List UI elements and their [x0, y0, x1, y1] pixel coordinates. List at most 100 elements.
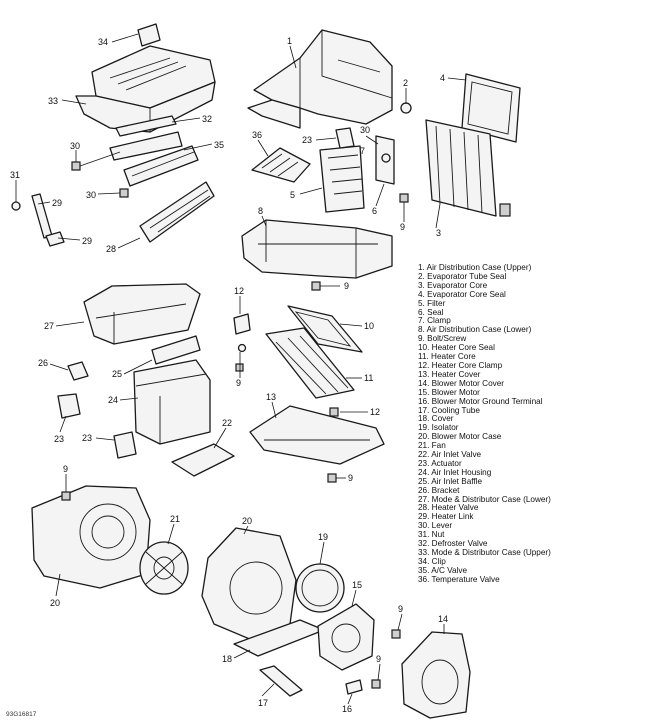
- legend-item: 27. Mode & Distributor Case (Lower): [418, 494, 551, 504]
- actuator-left: [57, 393, 137, 459]
- mode-distributor-case-upper: [75, 45, 216, 133]
- callout-23a: 23: [302, 135, 312, 145]
- callout-7: 7: [360, 146, 365, 156]
- legend-item: 26. Bracket: [418, 485, 460, 495]
- callout-24: 24: [108, 395, 118, 405]
- callout-36: 36: [252, 130, 262, 140]
- callout-labels: 34 33 32 35 30 30 31 29 29 28 1 2 4 3 36…: [10, 36, 448, 714]
- callout-12b: 12: [370, 407, 380, 417]
- callout-12a: 12: [234, 286, 244, 296]
- air-inlet-baffle: [151, 335, 201, 365]
- leader-lines: [15, 33, 467, 705]
- callout-35: 35: [214, 140, 224, 150]
- callout-2: 2: [403, 78, 408, 88]
- bolts: [61, 193, 409, 689]
- seal-and-bracket: [375, 135, 395, 185]
- defroster-valve: [109, 115, 183, 161]
- callout-9d: 9: [348, 473, 353, 483]
- callout-9b: 9: [344, 281, 349, 291]
- legend-item: 11. Heater Core: [418, 352, 476, 362]
- heater-cover: [249, 405, 385, 465]
- heater-core-clamp: [233, 313, 251, 353]
- legend-item: 25. Air Inlet Baffle: [418, 476, 483, 486]
- blower-motor: [317, 603, 375, 671]
- callout-30b: 30: [86, 190, 96, 200]
- callout-13: 13: [266, 392, 276, 402]
- legend-item: 35. A/C Valve: [418, 565, 467, 575]
- blower-motor-case-right: [201, 527, 297, 641]
- callout-22: 22: [222, 418, 232, 428]
- legend-item: 32. Defroster Valve: [418, 539, 488, 549]
- callout-30a: 30: [70, 141, 80, 151]
- legend-item: 8. Air Distribution Case (Lower): [418, 325, 532, 335]
- legend-item: 31. Nut: [418, 530, 445, 540]
- callout-9e: 9: [63, 464, 68, 474]
- blower-motor-case-left: [31, 485, 151, 589]
- heater-core: [265, 327, 355, 399]
- evaporator-tube-seal: [400, 102, 412, 114]
- clip: [137, 23, 161, 47]
- callout-18: 18: [222, 654, 232, 664]
- callout-15: 15: [352, 580, 362, 590]
- fan: [139, 541, 189, 595]
- isolator: [295, 563, 345, 613]
- legend-item: 3. Evaporator Core: [418, 280, 488, 290]
- callout-3: 3: [436, 228, 441, 238]
- callout-27: 27: [44, 321, 54, 331]
- legend-item: 5. Filter: [418, 298, 446, 308]
- callout-21: 21: [170, 514, 180, 524]
- callout-26: 26: [38, 358, 48, 368]
- legend-item: 14. Blower Motor Cover: [418, 378, 505, 388]
- legend-item: 6. Seal: [418, 307, 444, 317]
- air-distribution-case-upper: [247, 29, 393, 129]
- legend-item: 28. Heater Valve: [418, 503, 479, 513]
- blower-motor-cover: [401, 631, 471, 719]
- callout-9f: 9: [398, 604, 403, 614]
- heater-valve: [139, 181, 215, 243]
- air-distribution-case-lower: [241, 219, 393, 279]
- legend-item: 22. Air Inlet Valve: [418, 450, 482, 460]
- callout-17: 17: [258, 698, 268, 708]
- legend-item: 36. Temperature Valve: [418, 574, 500, 584]
- callout-6: 6: [372, 206, 377, 216]
- callout-30c: 30: [360, 125, 370, 135]
- air-inlet-valve: [171, 443, 235, 477]
- callout-5: 5: [290, 190, 295, 200]
- legend-item: 30. Lever: [418, 521, 453, 531]
- callout-20b: 20: [242, 516, 252, 526]
- callout-10: 10: [364, 321, 374, 331]
- callout-4: 4: [440, 73, 445, 83]
- callout-8: 8: [258, 206, 263, 216]
- filter: [319, 145, 365, 213]
- actuator-upper: [335, 127, 355, 149]
- legend-item: 15. Blower Motor: [418, 387, 480, 397]
- legend-item: 7. Clamp: [418, 316, 451, 326]
- bracket: [67, 361, 89, 381]
- legend-item: 21. Fan: [418, 441, 446, 451]
- evaporator-core: [425, 119, 511, 217]
- legend-item: 2. Evaporator Tube Seal: [418, 271, 507, 281]
- legend-item: 29. Heater Link: [418, 512, 474, 522]
- legend-item: 12. Heater Core Clamp: [418, 360, 503, 370]
- legend-item: 20. Blower Motor Case: [418, 432, 502, 442]
- legend-item: 10. Heater Core Seal: [418, 343, 495, 353]
- callout-33: 33: [48, 96, 58, 106]
- legend-item: 4. Evaporator Core Seal: [418, 289, 506, 299]
- legend-item: 9. Bolt/Screw: [418, 334, 467, 344]
- cooling-tube: [259, 665, 303, 697]
- callout-32: 32: [202, 114, 212, 124]
- legend-item: 34. Clip: [418, 556, 446, 566]
- ground-terminal: [345, 679, 363, 695]
- legend-item: 23. Actuator: [418, 458, 462, 468]
- heater-core-seal: [287, 305, 363, 353]
- legend-item: 18. Cover: [418, 414, 454, 424]
- callout-16: 16: [342, 704, 352, 714]
- callout-34: 34: [98, 37, 108, 47]
- callout-9c: 9: [236, 378, 241, 388]
- callout-29a: 29: [52, 198, 62, 208]
- callout-28: 28: [106, 244, 116, 254]
- legend-item: 19. Isolator: [418, 423, 459, 433]
- legend-item: 1. Air Distribution Case (Upper): [418, 263, 532, 272]
- air-inlet-housing: [133, 359, 211, 445]
